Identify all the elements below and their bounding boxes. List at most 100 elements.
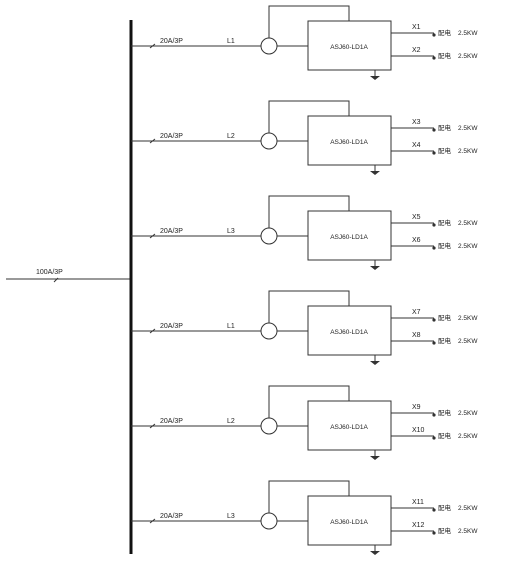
- output-power-label: 2.5KW: [458, 410, 478, 417]
- output-desc-label: 配电: [438, 431, 452, 440]
- branch-breaker-label: 20A/3P: [160, 418, 183, 425]
- current-transformer-icon: [260, 322, 278, 340]
- ground-icon: [370, 76, 380, 80]
- output-terminal-dot: [432, 56, 436, 60]
- branch-phase-label: L2: [227, 418, 235, 425]
- current-transformer-icon: [260, 227, 278, 245]
- ground-icon: [370, 266, 380, 270]
- device-box: [307, 495, 392, 546]
- ct-signal-wire: [268, 5, 350, 38]
- output-id-label: X5: [412, 214, 421, 221]
- ground-icon: [370, 456, 380, 460]
- output-desc-label: 配电: [438, 313, 452, 322]
- output-power-label: 2.5KW: [458, 528, 478, 535]
- branch-breaker-symbol: [149, 423, 156, 429]
- output-desc-label: 配电: [438, 28, 452, 37]
- branch-breaker-symbol: [149, 43, 156, 49]
- branch-phase-label: L1: [227, 38, 235, 45]
- device-box: [307, 305, 392, 356]
- output-terminal-dot: [432, 151, 436, 155]
- branch-breaker-symbol: [149, 138, 156, 144]
- output-terminal-dot: [432, 531, 436, 535]
- output-power-label: 2.5KW: [458, 30, 478, 37]
- device-box: [307, 400, 392, 451]
- current-transformer-icon: [260, 417, 278, 435]
- output-id-label: X8: [412, 332, 421, 339]
- current-transformer-icon: [260, 132, 278, 150]
- output-terminal-dot: [432, 128, 436, 132]
- output-desc-label: 配电: [438, 146, 452, 155]
- output-power-label: 2.5KW: [458, 315, 478, 322]
- output-desc-label: 配电: [438, 218, 452, 227]
- branch-breaker-label: 20A/3P: [160, 513, 183, 520]
- ct-signal-wire: [268, 385, 350, 418]
- current-transformer-icon: [260, 512, 278, 530]
- branch-breaker-symbol: [149, 233, 156, 239]
- ground-icon: [370, 361, 380, 365]
- output-id-label: X3: [412, 119, 421, 126]
- main-breaker-symbol: [53, 277, 59, 283]
- ct-signal-wire: [268, 290, 350, 323]
- branch-breaker-label: 20A/3P: [160, 323, 183, 330]
- device-box: [307, 20, 392, 71]
- output-desc-label: 配电: [438, 336, 452, 345]
- output-id-label: X9: [412, 404, 421, 411]
- output-terminal-dot: [432, 223, 436, 227]
- output-id-label: X6: [412, 237, 421, 244]
- ct-signal-wire: [268, 100, 350, 133]
- output-desc-label: 配电: [438, 241, 452, 250]
- current-transformer-icon: [260, 37, 278, 55]
- output-desc-label: 配电: [438, 503, 452, 512]
- ground-icon: [370, 551, 380, 555]
- output-id-label: X11: [412, 499, 424, 506]
- device-model-label: ASJ60-LD1A: [330, 424, 368, 431]
- main-feeder: 100A/3P: [6, 269, 131, 283]
- output-power-label: 2.5KW: [458, 243, 478, 250]
- output-power-label: 2.5KW: [458, 53, 478, 60]
- output-id-label: X12: [412, 522, 425, 529]
- output-terminal-dot: [432, 413, 436, 417]
- output-desc-label: 配电: [438, 526, 452, 535]
- output-terminal-dot: [432, 318, 436, 322]
- output-terminal-dot: [432, 33, 436, 37]
- output-power-label: 2.5KW: [458, 338, 478, 345]
- branch-breaker-label: 20A/3P: [160, 228, 183, 235]
- branch-breaker-symbol: [149, 518, 156, 524]
- output-desc-label: 配电: [438, 123, 452, 132]
- output-desc-label: 配电: [438, 51, 452, 60]
- output-power-label: 2.5KW: [458, 125, 478, 132]
- output-id-label: X4: [412, 142, 421, 149]
- main-breaker-label: 100A/3P: [36, 269, 63, 276]
- output-power-label: 2.5KW: [458, 220, 478, 227]
- ct-signal-wire: [268, 480, 350, 513]
- output-terminal-dot: [432, 508, 436, 512]
- device-model-label: ASJ60-LD1A: [330, 329, 368, 336]
- ct-signal-wire: [268, 195, 350, 228]
- branch-breaker-label: 20A/3P: [160, 133, 183, 140]
- output-terminal-dot: [432, 246, 436, 250]
- device-model-label: ASJ60-LD1A: [330, 234, 368, 241]
- branch-breaker-label: 20A/3P: [160, 38, 183, 45]
- device-model-label: ASJ60-LD1A: [330, 44, 368, 51]
- output-terminal-dot: [432, 341, 436, 345]
- output-id-label: X1: [412, 24, 421, 31]
- device-model-label: ASJ60-LD1A: [330, 519, 368, 526]
- branch-phase-label: L2: [227, 133, 235, 140]
- device-box: [307, 115, 392, 166]
- device-box: [307, 210, 392, 261]
- output-id-label: X7: [412, 309, 421, 316]
- branch-phase-label: L3: [227, 513, 235, 520]
- output-power-label: 2.5KW: [458, 433, 478, 440]
- ground-icon: [370, 171, 380, 175]
- output-id-label: X2: [412, 47, 421, 54]
- output-power-label: 2.5KW: [458, 505, 478, 512]
- branch-phase-label: L1: [227, 323, 235, 330]
- output-desc-label: 配电: [438, 408, 452, 417]
